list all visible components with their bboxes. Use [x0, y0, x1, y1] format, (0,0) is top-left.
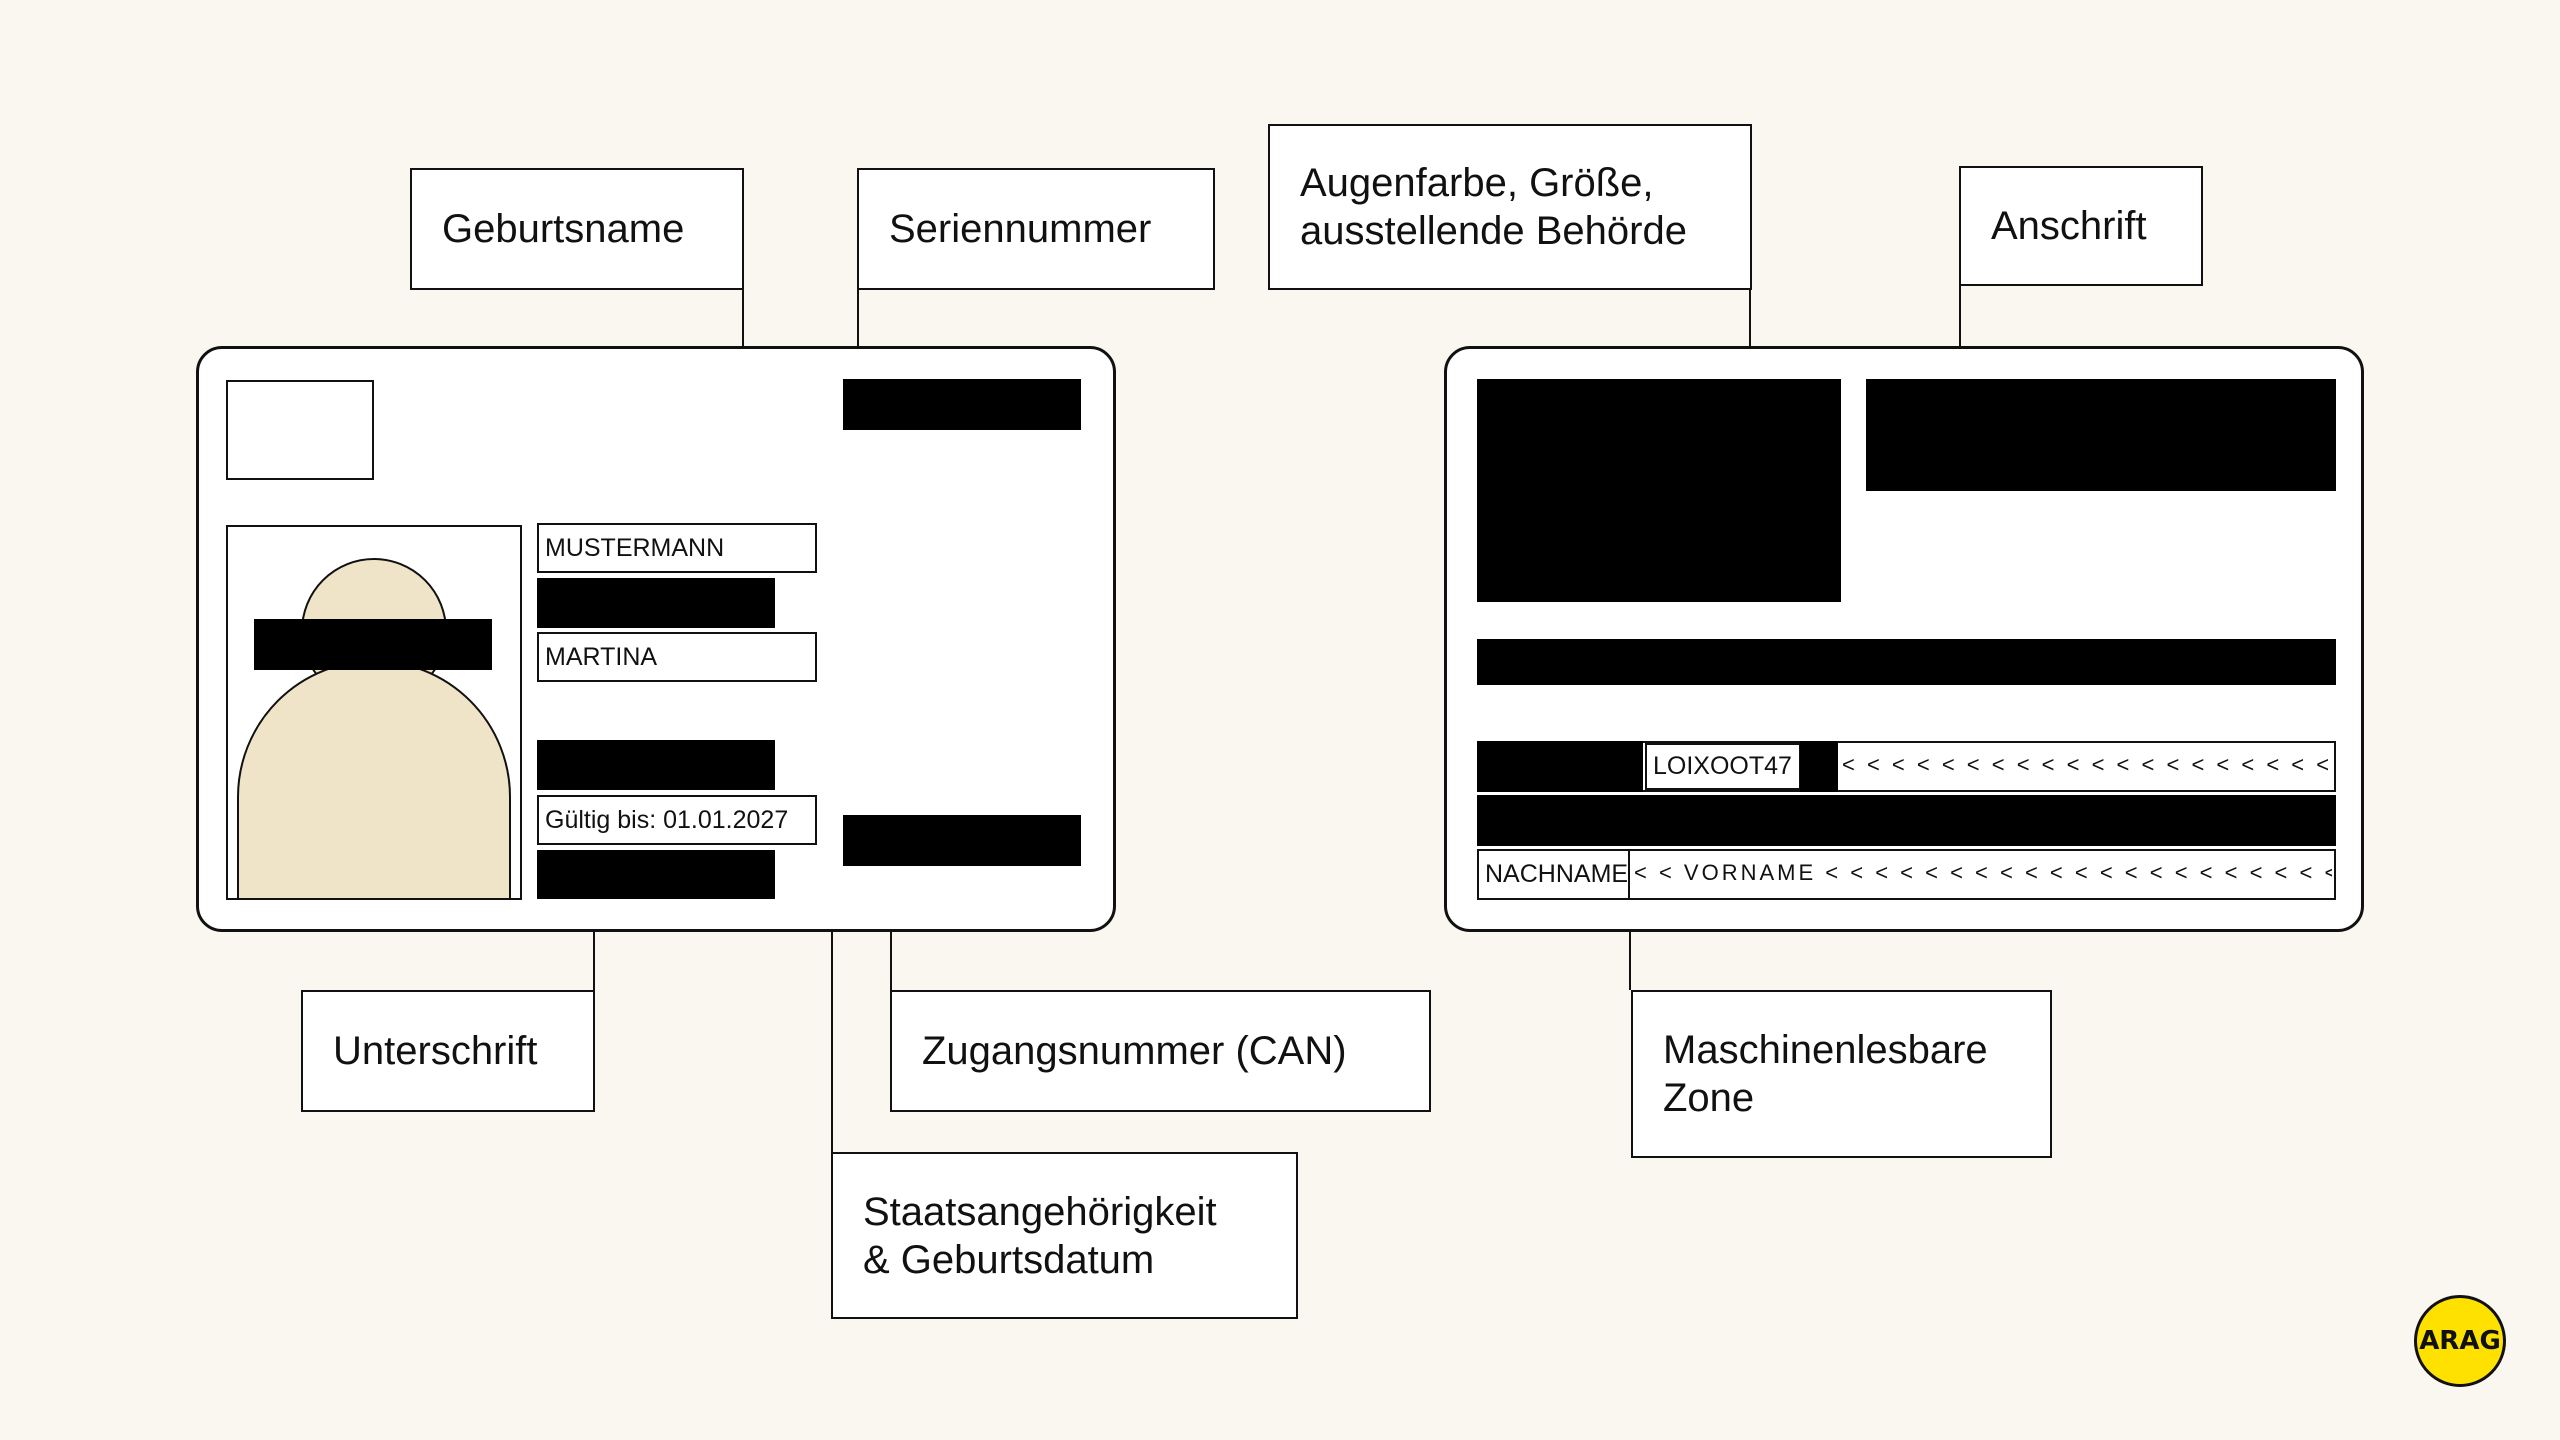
- chip-area: [226, 380, 374, 480]
- given-name-field: MARTINA: [537, 632, 817, 682]
- label-geburtsname: Geburtsname: [410, 168, 744, 290]
- eye-color-height-authority-redacted: [1477, 379, 1841, 602]
- surname-field: MUSTERMANN: [537, 523, 817, 573]
- label-zugangsnummer: Zugangsnummer (CAN): [890, 990, 1431, 1112]
- arag-logo: ARAG: [2414, 1295, 2506, 1387]
- label-unterschrift-text: Unterschrift: [333, 1029, 538, 1073]
- label-staatsangehoerigkeit-text: Staatsangehörigkeit & Geburtsdatum: [863, 1189, 1217, 1282]
- can-number-redacted: [843, 815, 1081, 866]
- mrz-surname-field: NACHNAME: [1477, 849, 1630, 900]
- label-anschrift-text: Anschrift: [1991, 204, 2147, 248]
- mrz-surname-text: NACHNAME: [1485, 860, 1629, 888]
- surname-text: MUSTERMANN: [545, 533, 725, 562]
- portrait-silhouette: [237, 558, 511, 898]
- valid-until-field: Gültig bis: 01.01.2027: [537, 795, 817, 845]
- label-seriennummer: Seriennummer: [857, 168, 1215, 290]
- eye-bar-redaction: [254, 619, 492, 670]
- birth-name-redacted: [537, 578, 775, 628]
- signature-redacted: [537, 850, 775, 899]
- label-unterschrift: Unterschrift: [301, 990, 595, 1112]
- label-augenfarbe-text: Augenfarbe, Größe, ausstellende Behörde: [1300, 161, 1687, 253]
- label-anschrift: Anschrift: [1959, 166, 2203, 286]
- arag-logo-text: ARAG: [2419, 1326, 2501, 1356]
- label-zugangsnummer-text: Zugangsnummer (CAN): [922, 1029, 1347, 1073]
- mrz-line-3-rest: < < VORNAME < < < < < < < < < < < < < < …: [1634, 860, 2332, 885]
- serial-number-redacted: [843, 379, 1081, 430]
- back-info-bar-redacted: [1477, 639, 2336, 685]
- mrz-line-2-redacted: [1477, 795, 2336, 846]
- mrz-line-1-filler: < < < < < < < < < < < < < < < < < < < < …: [1842, 752, 2332, 777]
- mrz-serial-field: LOIXOOT47: [1645, 743, 1801, 790]
- label-augenfarbe: Augenfarbe, Größe, ausstellende Behörde: [1268, 124, 1752, 290]
- label-geburtsname-text: Geburtsname: [442, 207, 685, 251]
- address-redacted: [1866, 379, 2336, 491]
- given-name-text: MARTINA: [545, 642, 658, 671]
- nationality-birthdate-redacted: [537, 740, 775, 790]
- mrz-doc-type-redacted: [1477, 741, 1643, 792]
- label-seriennummer-text: Seriennummer: [889, 207, 1152, 251]
- photo-frame: [226, 525, 522, 900]
- label-mrz-text: Maschinenlesbare Zone: [1663, 1028, 1988, 1120]
- mrz-check-digit-redacted: [1800, 741, 1838, 792]
- label-mrz: Maschinenlesbare Zone: [1631, 990, 2052, 1158]
- label-staatsangehoerigkeit: Staatsangehörigkeit & Geburtsdatum: [831, 1152, 1298, 1319]
- valid-until-text: Gültig bis: 01.01.2027: [545, 805, 789, 834]
- mrz-serial-text: LOIXOOT47: [1653, 752, 1792, 780]
